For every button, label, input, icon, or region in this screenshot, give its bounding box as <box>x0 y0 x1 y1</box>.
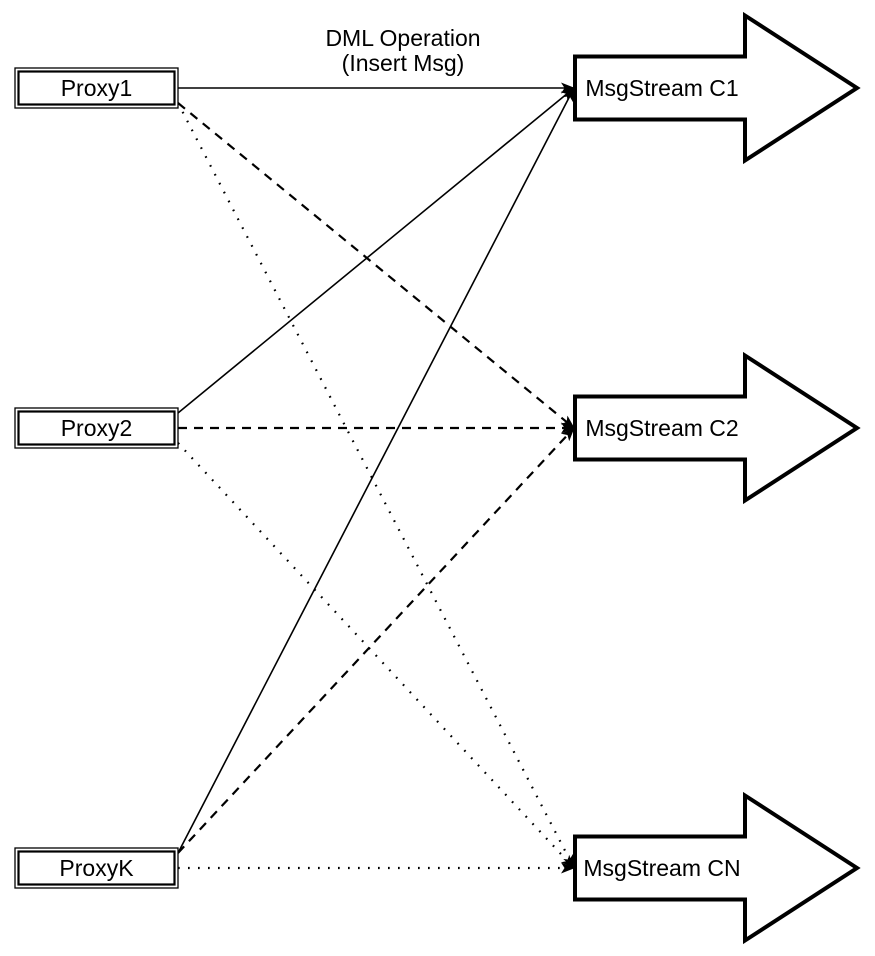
proxy-label-proxyk: ProxyK <box>59 855 134 881</box>
proxy-box-inner <box>17 850 176 886</box>
dml-operation-label-line2: (Insert Msg) <box>342 50 465 76</box>
dml-operation-label-line1: DML Operation <box>325 25 480 51</box>
proxy-node-proxyk: ProxyK <box>14 847 179 889</box>
proxy-box-inner <box>17 410 176 446</box>
dml-operation-label: DML Operation(Insert Msg) <box>325 25 480 76</box>
edge-proxy2-to-c1-solid <box>177 87 575 414</box>
edges-layer <box>177 82 575 874</box>
edge-proxy2-to-cn-dotted <box>177 442 575 869</box>
stream-arrow-shape-c1 <box>573 11 861 165</box>
stream-node-c1: MsgStream C1 <box>573 11 861 165</box>
stream-arrow-shape-cn <box>573 791 861 945</box>
proxy-box-inner <box>17 70 176 106</box>
stream-label-c2: MsgStream C2 <box>585 415 738 441</box>
stream-label-c1: MsgStream C1 <box>585 75 738 101</box>
stream-label-cn: MsgStream CN <box>583 855 740 881</box>
stream-arrow-shape-c2 <box>573 351 861 505</box>
edge-proxyk-to-c2-dashed <box>177 427 575 854</box>
proxy-label-proxy1: Proxy1 <box>61 75 133 101</box>
edge-proxy1-to-cn-dotted <box>177 102 575 869</box>
edge-proxyk-to-c1-solid <box>177 87 575 854</box>
proxy-label-proxy2: Proxy2 <box>61 415 133 441</box>
proxy-node-proxy1: Proxy1 <box>14 67 179 109</box>
stream-node-cn: MsgStream CN <box>573 791 861 945</box>
stream-node-c2: MsgStream C2 <box>573 351 861 505</box>
proxy-node-proxy2: Proxy2 <box>14 407 179 449</box>
edge-proxy1-to-c2-dashed <box>177 102 575 429</box>
